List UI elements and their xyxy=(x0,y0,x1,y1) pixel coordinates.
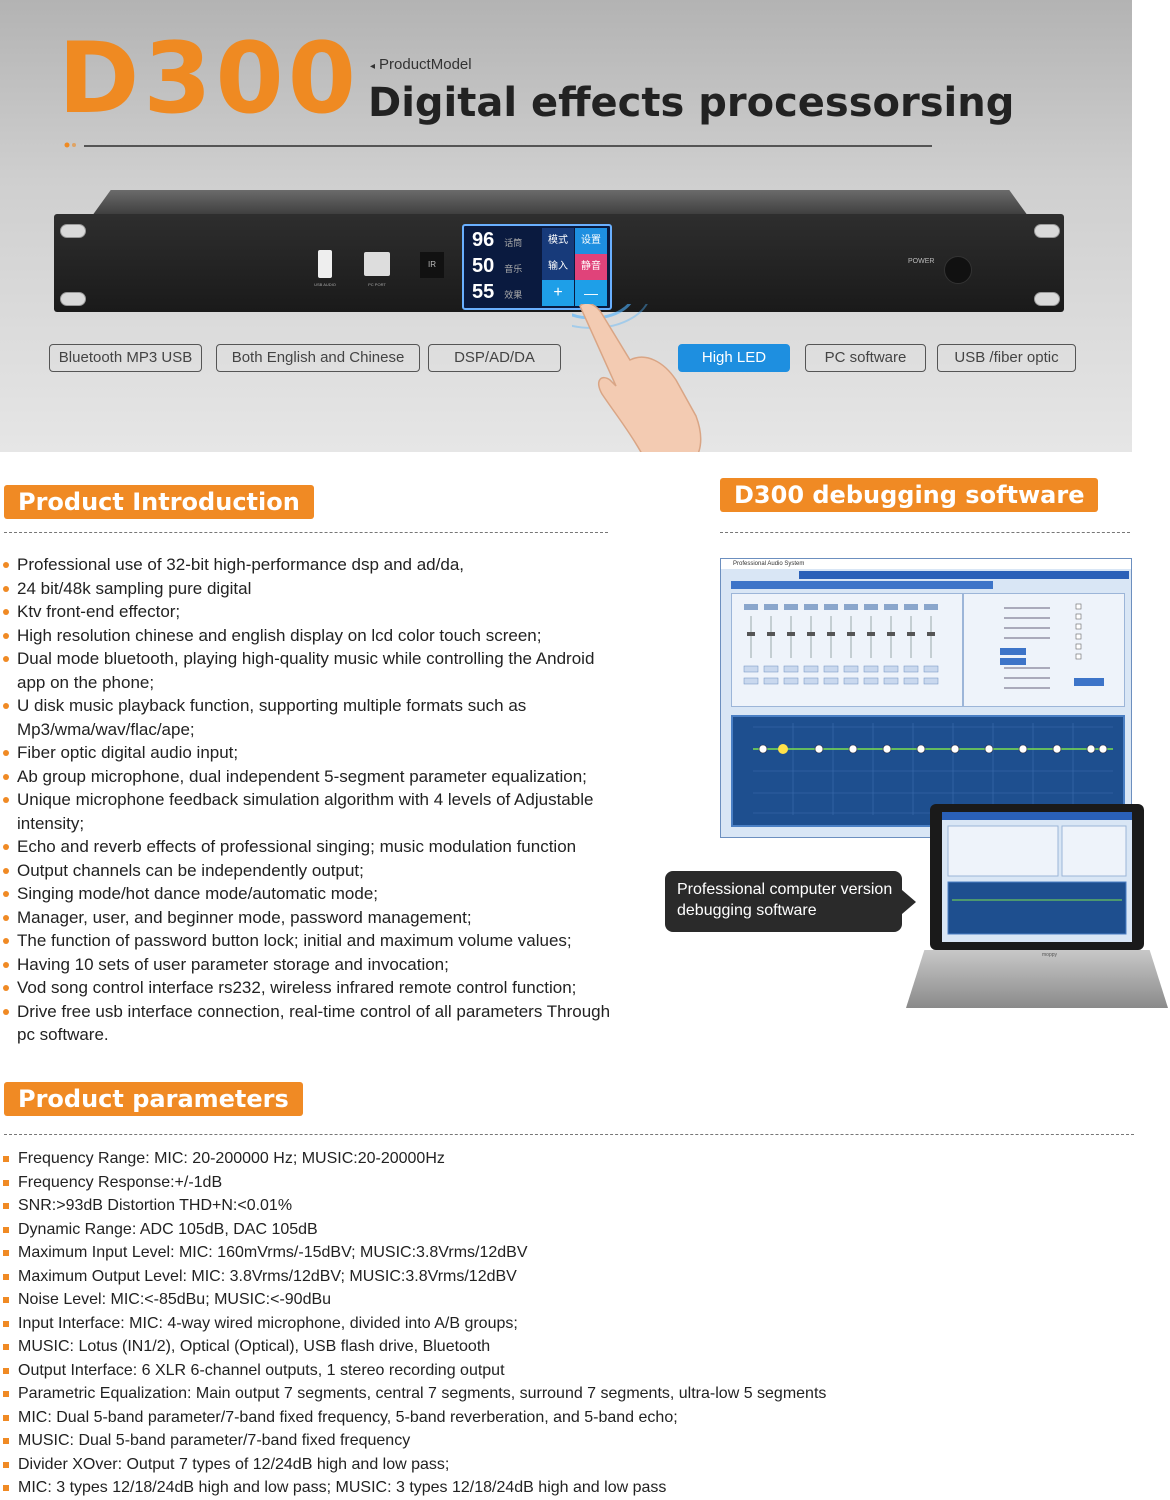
list-item: Ab group microphone, dual independent 5-… xyxy=(0,765,690,789)
feature-badge: USB /fiber optic xyxy=(937,344,1076,372)
laptop-display xyxy=(930,804,1144,950)
list-item: Frequency Range: MIC: 20-200000 Hz; MUSI… xyxy=(0,1147,1150,1171)
product-hero: D300 ◂ProductModel Digital effects proce… xyxy=(0,0,1132,452)
list-item: Maximum Input Level: MIC: 160mVrms/-15dB… xyxy=(0,1241,1150,1265)
settings-sliders-graphic xyxy=(1000,603,1104,689)
rack-ear-hole xyxy=(60,224,86,238)
feature-badge-highlight: High LED xyxy=(678,344,790,372)
intro-list: Professional use of 32-bit high-performa… xyxy=(0,553,690,1047)
software-screenshot: Professional Audio System xyxy=(720,558,1132,838)
params-list: Frequency Range: MIC: 20-200000 Hz; MUSI… xyxy=(0,1147,1150,1500)
intro-heading: Product Introduction xyxy=(4,485,314,519)
callout-arrow-icon xyxy=(902,890,916,914)
software-toolbar xyxy=(799,571,1129,579)
laptop-software-graphic xyxy=(942,812,1132,935)
list-item: MUSIC: Lotus (IN1/2), Optical (Optical),… xyxy=(0,1335,1150,1359)
model-label: ◂ProductModel xyxy=(370,56,472,73)
power-label: POWER xyxy=(908,258,935,265)
title-rule xyxy=(84,145,932,147)
list-item: Maximum Output Level: MIC: 3.8Vrms/12dBV… xyxy=(0,1265,1150,1289)
software-heading: D300 debugging software xyxy=(720,478,1099,512)
params-heading: Product parameters xyxy=(4,1082,303,1116)
list-item: Parametric Equalization: Main output 7 s… xyxy=(0,1382,1150,1406)
rule-dots-icon xyxy=(64,142,76,148)
feature-badge: Bluetooth MP3 USB xyxy=(49,344,202,372)
list-item: MUSIC: Dual 5-band parameter/7-band fixe… xyxy=(0,1429,1150,1453)
rack-ear-hole xyxy=(1034,224,1060,238)
params-divider xyxy=(4,1134,1134,1135)
power-knob[interactable] xyxy=(944,256,972,284)
list-item: Dual mode bluetooth, playing high-qualit… xyxy=(0,647,627,694)
list-item: MIC: 3 types 12/18/24dB high and low pas… xyxy=(0,1476,1150,1500)
pc-port-icon xyxy=(364,252,390,276)
list-item: The function of password button lock; in… xyxy=(0,929,690,953)
software-settings-panel xyxy=(963,593,1125,707)
list-item: 24 bit/48k sampling pure digital xyxy=(0,577,690,601)
list-item: Output channels can be independently out… xyxy=(0,859,690,883)
list-item: Vod song control interface rs232, wirele… xyxy=(0,976,690,1000)
pointing-hand-icon xyxy=(572,304,702,452)
triangle-icon: ◂ xyxy=(370,61,376,72)
pc-port-label: PC PORT xyxy=(368,282,386,287)
list-item: MIC: Dual 5-band parameter/7-band fixed … xyxy=(0,1406,1150,1430)
list-item: Singing mode/hot dance mode/automatic mo… xyxy=(0,882,690,906)
feature-badge: PC software xyxy=(805,344,926,372)
list-item: Frequency Response:+/-1dB xyxy=(0,1171,1150,1195)
software-callout: Professional computer version debugging … xyxy=(665,871,902,932)
feature-badge: Both English and Chinese xyxy=(216,344,420,372)
list-item: SNR:>93dB Distortion THD+N:<0.01% xyxy=(0,1194,1150,1218)
ir-sensor: IR xyxy=(420,252,444,278)
list-item: Ktv front-end effector; xyxy=(0,600,690,624)
model-label-text: ProductModel xyxy=(379,56,472,73)
rack-ear-hole xyxy=(1034,292,1060,306)
lcd-plus-button[interactable]: + xyxy=(542,280,574,306)
list-item: Having 10 sets of user parameter storage… xyxy=(0,953,690,977)
software-window-title: Professional Audio System xyxy=(721,559,1131,569)
eq-sliders-graphic xyxy=(743,604,939,685)
laptop-brand: moppy xyxy=(1042,952,1058,958)
list-item: Divider XOver: Output 7 types of 12/24dB… xyxy=(0,1453,1150,1477)
list-item: Professional use of 32-bit high-performa… xyxy=(0,553,690,577)
list-item: U disk music playback function, supporti… xyxy=(0,694,607,741)
list-item: Input Interface: MIC: 4-way wired microp… xyxy=(0,1312,1150,1336)
lcd-settings-button[interactable]: 设置 xyxy=(575,228,607,254)
lcd-input-button[interactable]: 输入 xyxy=(542,254,574,280)
software-divider xyxy=(720,532,1130,533)
laptop-keyboard: moppy xyxy=(906,950,1168,1008)
list-item: Dynamic Range: ADC 105dB, DAC 105dB xyxy=(0,1218,1150,1242)
device-top xyxy=(92,190,1028,216)
lcd-mode-button[interactable]: 模式 xyxy=(542,228,574,254)
software-tabs xyxy=(731,581,993,589)
product-tagline: Digital effects processorsing xyxy=(368,80,1015,126)
list-item: Drive free usb interface connection, rea… xyxy=(0,1000,632,1047)
usb-port-label: USB AUDIO xyxy=(314,282,336,287)
list-item: Unique microphone feedback simulation al… xyxy=(0,788,597,835)
lcd-mute-button[interactable]: 静音 xyxy=(575,254,607,280)
list-item: Echo and reverb effects of professional … xyxy=(0,835,690,859)
software-eq-panel xyxy=(731,593,963,707)
laptop-screen xyxy=(942,812,1132,942)
list-item: Manager, user, and beginner mode, passwo… xyxy=(0,906,690,930)
list-item: High resolution chinese and english disp… xyxy=(0,624,690,648)
model-name: D300 xyxy=(58,22,360,136)
lcd-minus-button[interactable]: — xyxy=(575,280,607,306)
intro-divider xyxy=(4,532,608,533)
eq-curve-graphic xyxy=(753,723,1113,815)
list-item: Output Interface: 6 XLR 6-channel output… xyxy=(0,1359,1150,1383)
usb-port-icon xyxy=(318,250,332,278)
feature-badge: DSP/AD/DA xyxy=(428,344,561,372)
list-item: Fiber optic digital audio input; xyxy=(0,741,690,765)
list-item: Noise Level: MIC:<-85dBu; MUSIC:<-90dBu xyxy=(0,1288,1150,1312)
rack-ear-hole xyxy=(60,292,86,306)
